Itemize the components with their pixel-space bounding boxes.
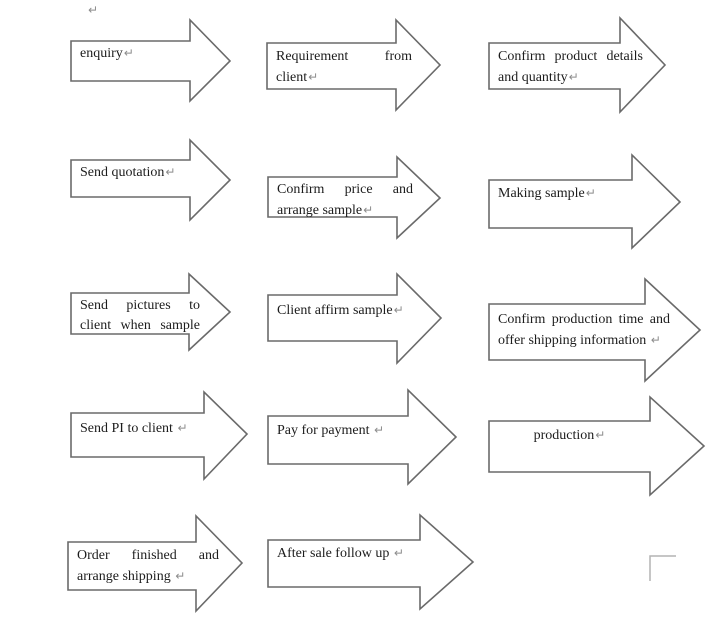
- flow-step-text: and quantity↵: [498, 70, 579, 85]
- corner-crop-mark: [649, 555, 676, 581]
- paragraph-mark: ↵: [393, 303, 404, 317]
- flow-step-text: client↵: [276, 70, 319, 85]
- flow-step-label-confirm-production-time: Confirm production time and offer shippin…: [498, 304, 670, 360]
- flow-arrow-shape-client-affirm-sample[interactable]: [267, 272, 443, 365]
- flow-step-text: Confirm price and: [277, 182, 413, 197]
- paragraph-mark: ↵: [165, 165, 176, 179]
- flow-step-label-send-pictures-to-client: Send pictures to client when sample: [80, 293, 200, 334]
- paragraph-mark: ↵: [650, 333, 661, 347]
- flow-arrow-shape-production[interactable]: [488, 395, 706, 497]
- paragraph-mark: ↵: [177, 421, 188, 435]
- flow-step-text: production↵: [533, 428, 606, 443]
- flow-step-text: Client affirm sample↵: [277, 303, 404, 318]
- flow-step-text: arrange shipping ↵: [77, 569, 186, 584]
- flow-step-text: Order finished and: [77, 548, 219, 563]
- flow-arrow-shape-enquiry[interactable]: [70, 18, 232, 103]
- flow-step-text: Requirement from: [276, 49, 412, 64]
- flow-step-label-requirement-from-client: Requirement from client↵: [276, 43, 412, 89]
- flow-step-label-client-affirm-sample: Client affirm sample↵: [277, 295, 412, 341]
- flow-step-label-pay-for-payment: Pay for payment ↵: [277, 416, 415, 464]
- flow-arrow-shape-after-sale-follow-up[interactable]: [267, 513, 475, 611]
- paragraph-mark: ↵: [374, 423, 385, 437]
- flow-step-text: enquiry↵: [80, 46, 134, 61]
- flow-step-label-enquiry: enquiry↵: [80, 41, 200, 81]
- flow-step-text: Pay for payment ↵: [277, 423, 385, 438]
- paragraph-mark: ↵: [568, 70, 579, 84]
- flow-step-text: Confirm product details: [498, 49, 643, 64]
- paragraph-mark: ↵: [585, 186, 596, 200]
- flow-step-text: arrange sample↵: [277, 203, 374, 217]
- flow-step-text: Send pictures to: [80, 298, 200, 313]
- flow-arrow-shape-making-sample[interactable]: [488, 153, 682, 250]
- flow-arrow-shape-confirm-product-details[interactable]: [488, 16, 667, 114]
- flow-step-text: offer shipping information ↵: [498, 333, 661, 348]
- paragraph-mark: ↵: [175, 569, 186, 583]
- flow-step-label-confirm-price-arrange-sample: Confirm price and arrange sample↵: [277, 177, 413, 217]
- flow-step-label-production: production↵: [498, 421, 641, 472]
- flow-step-text: Send PI to client ↵: [80, 421, 188, 436]
- paragraph-mark: ↵: [393, 546, 404, 560]
- flow-step-label-send-pi-to-client: Send PI to client ↵: [80, 413, 210, 457]
- flow-step-label-after-sale-follow-up: After sale follow up ↵: [277, 540, 427, 587]
- paragraph-mark: ↵: [88, 3, 99, 17]
- flow-step-text: Confirm production time and: [498, 312, 670, 327]
- flow-arrow-shape-order-finished-arrange-shipping[interactable]: [67, 514, 244, 613]
- flow-step-text: After sale follow up ↵: [277, 546, 404, 561]
- flow-arrow-shape-send-pictures-to-client[interactable]: [70, 272, 232, 352]
- flow-arrow-shape-pay-for-payment[interactable]: [267, 388, 458, 486]
- flow-step-label-making-sample: Making sample↵: [498, 180, 641, 228]
- flow-step-label-confirm-product-details: Confirm product details and quantity↵: [498, 43, 643, 89]
- paragraph-mark: ↵: [123, 46, 134, 60]
- flow-step-text: client when sample: [80, 318, 200, 333]
- flow-arrow-shape-send-pi-to-client[interactable]: [70, 390, 249, 481]
- paragraph-mark: ↵: [308, 70, 319, 84]
- flow-arrow-shape-confirm-price-arrange-sample[interactable]: [267, 155, 442, 240]
- flow-arrow-shape-requirement-from-client[interactable]: [266, 18, 442, 112]
- flow-step-label-order-finished-arrange-shipping: Order finished and arrange shipping ↵: [77, 542, 219, 590]
- flow-step-text: Send quotation↵: [80, 165, 176, 180]
- flow-arrow-shape-send-quotation[interactable]: [70, 138, 232, 222]
- flow-step-text: Making sample↵: [498, 186, 596, 201]
- paragraph-mark: ↵: [363, 203, 374, 217]
- paragraph-mark: ↵: [595, 428, 606, 442]
- flow-arrow-shape-confirm-production-time[interactable]: [488, 277, 702, 383]
- flow-step-label-send-quotation: Send quotation↵: [80, 160, 210, 197]
